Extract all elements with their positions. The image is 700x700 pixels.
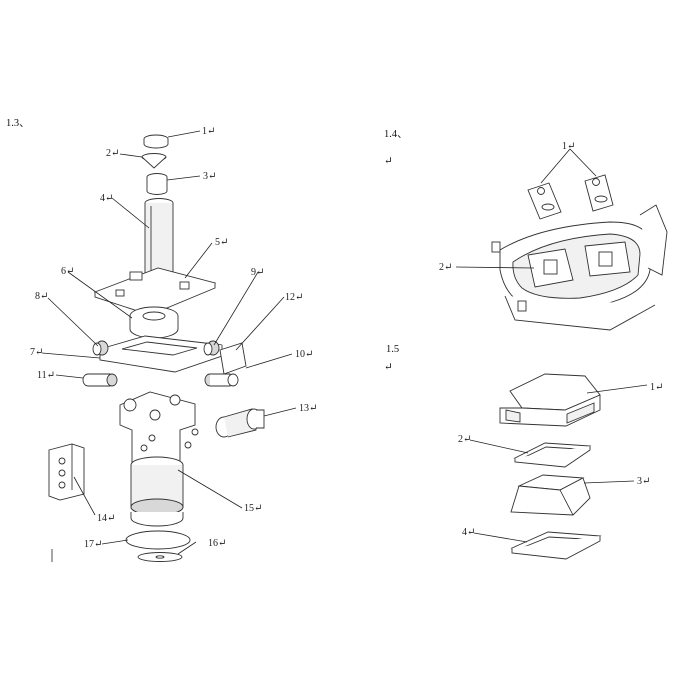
figure-1-5-cover-stack: 1↵ 2↵ 3↵ 4↵ [458,373,663,560]
callout-1-3-15: 15↵ [244,503,262,514]
callout-1-3-9: 9↵ [251,267,264,278]
part-right-fitting [204,373,239,387]
callout-1-3-2: 2↵ [106,148,119,159]
callout-1-5-1: 1↵ [650,382,663,393]
part-cone [141,153,167,169]
figure-1-3-exploded-valve: 1↵ 2↵ 3↵ 4↵ 5↵ 6↵ 7↵ 8↵ 9↵ 10↵ 11↵ 12↵ 1… [30,126,317,562]
callout-1-3-13: 13↵ [299,403,317,414]
figure-1-4-leader-lines [455,148,597,269]
callout-1-5-2: 2↵ [458,434,471,445]
part-coupling [215,408,265,438]
part-switch-pad-right [584,241,631,277]
part-bushing [146,173,168,195]
callout-1-3-4: 4↵ [100,193,113,204]
callout-1-5-3: 3↵ [637,476,650,487]
callout-1-3-7: 7↵ [30,347,43,358]
part-bracket [219,342,247,375]
part-pad-left [527,182,562,220]
callout-1-3-8: 8↵ [35,291,48,302]
figure-1-3-leader-lines [41,130,297,555]
callout-1-4-2: 2↵ [439,262,452,273]
part-left-fitting [82,373,118,387]
callout-1-4-1: 1↵ [562,141,575,152]
callout-1-3-11: 11↵ [37,370,55,381]
part-main-body [119,391,199,527]
part-right-cap [203,340,220,356]
callout-1-5-4: 4↵ [462,527,475,538]
part-washer [137,552,183,562]
part-side-block [48,443,85,501]
callout-1-3-1: 1↵ [202,126,215,137]
callout-1-3-3: 3↵ [203,171,216,182]
part-block-frame [99,335,223,373]
callout-1-3-5: 5↵ [215,237,228,248]
part-collar [129,306,179,339]
part-shaft [144,198,174,278]
callout-1-3-10: 10↵ [295,349,313,360]
part-switch-pad-left [527,248,574,288]
section-1-4-heading: 1.4、 [384,129,408,140]
callout-1-3-17: 17↵ [84,539,102,550]
part-left-cap [92,340,109,356]
part-base-ring [510,531,602,560]
figure-1-4-pedal-assembly: 1↵ 2↵ [439,141,668,331]
section-1-4-mark: ↵ [384,156,393,167]
part-cap [143,134,169,149]
callout-1-3-14: 14↵ [97,513,115,524]
callout-1-3-6: 6↵ [61,266,74,277]
part-frame [510,474,591,516]
section-1-3-heading: 1.3、 [6,118,30,129]
figure-1-5-leader-lines [469,384,648,543]
section-1-5-mark: ↵ [384,362,393,373]
part-cover [499,373,601,427]
callout-1-3-16: 16↵ [208,538,226,549]
callout-1-3-12: 12↵ [285,292,303,303]
section-1-5-heading: 1.5 [386,344,399,355]
part-seal-ring [125,530,191,550]
part-pad-right [584,174,614,212]
part-gasket [513,442,592,468]
